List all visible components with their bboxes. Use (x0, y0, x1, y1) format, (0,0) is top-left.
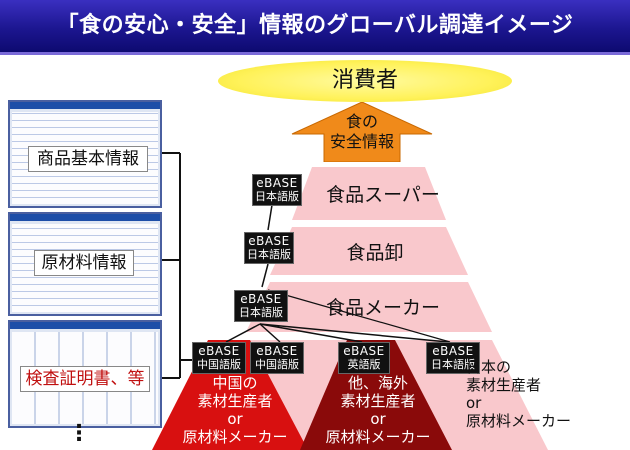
connector-line (225, 323, 261, 343)
tier-supermarket-shape (292, 167, 446, 220)
tier-supermarket-label: 食品スーパー (326, 184, 440, 206)
product-info-label: 商品基本情報 (28, 146, 148, 172)
ebase-badge-wholesale: eBASE 日本語版 (244, 232, 294, 264)
supplier-line: 原材料メーカー (466, 412, 572, 430)
tier-wholesale-label: 食品卸 (346, 242, 404, 264)
ebase-badge-chinese: eBASE 中国語版 (250, 342, 304, 374)
connector-line (259, 323, 363, 343)
tier-maker-label: 食品メーカー (325, 297, 440, 319)
ebase-language: 日本語版 (431, 358, 475, 371)
ebase-name: eBASE (343, 344, 385, 358)
ebase-language: 日本語版 (255, 190, 299, 203)
supplier-line: 素材生産者 (466, 376, 542, 394)
material-info-label: 原材料情報 (34, 250, 134, 276)
connector-line (261, 263, 269, 288)
supplier-line: or (227, 410, 243, 428)
china-supplier-text: 中国の 素材生産者 or 原材料メーカー (180, 374, 290, 446)
ebase-language: 英語版 (347, 358, 381, 371)
ebase-name: eBASE (256, 176, 298, 190)
ebase-language: 中国語版 (197, 358, 241, 371)
japan-supplier-text: 日本の 素材生産者 or 原材料メーカー (466, 358, 586, 430)
ebase-language: 中国語版 (255, 358, 299, 371)
ebase-name: eBASE (432, 344, 474, 358)
certificate-label: 検査証明書、等 (20, 366, 150, 392)
title-underline (0, 52, 630, 55)
ebase-name: eBASE (256, 344, 298, 358)
tier-maker-shape (246, 282, 492, 332)
supplier-line: 他、海外 (347, 374, 408, 392)
up-arrow-icon (291, 102, 433, 162)
tier-wholesale-shape (270, 227, 468, 275)
supplier-line: 中国の (212, 374, 258, 392)
ebase-name: eBASE (248, 234, 290, 248)
ebase-name: eBASE (198, 344, 240, 358)
china-supplier-shape (152, 340, 308, 450)
connector-line (259, 323, 281, 343)
supplier-line: or (466, 394, 482, 412)
supplier-line: 日本の (466, 358, 512, 376)
more-indicator-icon: ⋮ (68, 421, 90, 446)
supplier-line: or (370, 410, 386, 428)
food-safety-info-label: 食の 安全情報 (322, 112, 402, 152)
connector-line (259, 323, 449, 343)
overseas-supplier-text: 他、海外 素材生産者 or 原材料メーカー (318, 374, 438, 446)
ebase-language: 日本語版 (247, 248, 291, 261)
ebase-badge-supermarket: eBASE 日本語版 (252, 174, 302, 206)
connector-line (267, 204, 273, 231)
food-safety-info-text: 食の 安全情報 (329, 112, 394, 151)
ebase-badge-japanese-supplier: eBASE 日本語版 (426, 342, 480, 374)
ebase-badge-maker: eBASE 日本語版 (234, 290, 288, 322)
ebase-badge-english: eBASE 英語版 (338, 342, 390, 374)
supplier-line: 原材料メーカー (325, 428, 431, 446)
ebase-badge-chinese: eBASE 中国語版 (192, 342, 246, 374)
ebase-language: 日本語版 (239, 306, 283, 319)
supplier-line: 素材生産者 (340, 392, 416, 410)
consumer-ellipse: 消費者 (218, 60, 512, 102)
page-title: 「食の安心・安全」情報のグローバル調達イメージ (0, 0, 630, 52)
supplier-line: 原材料メーカー (182, 428, 288, 446)
connector-line (267, 289, 451, 343)
supplier-line: 素材生産者 (197, 392, 273, 410)
ebase-name: eBASE (240, 292, 282, 306)
